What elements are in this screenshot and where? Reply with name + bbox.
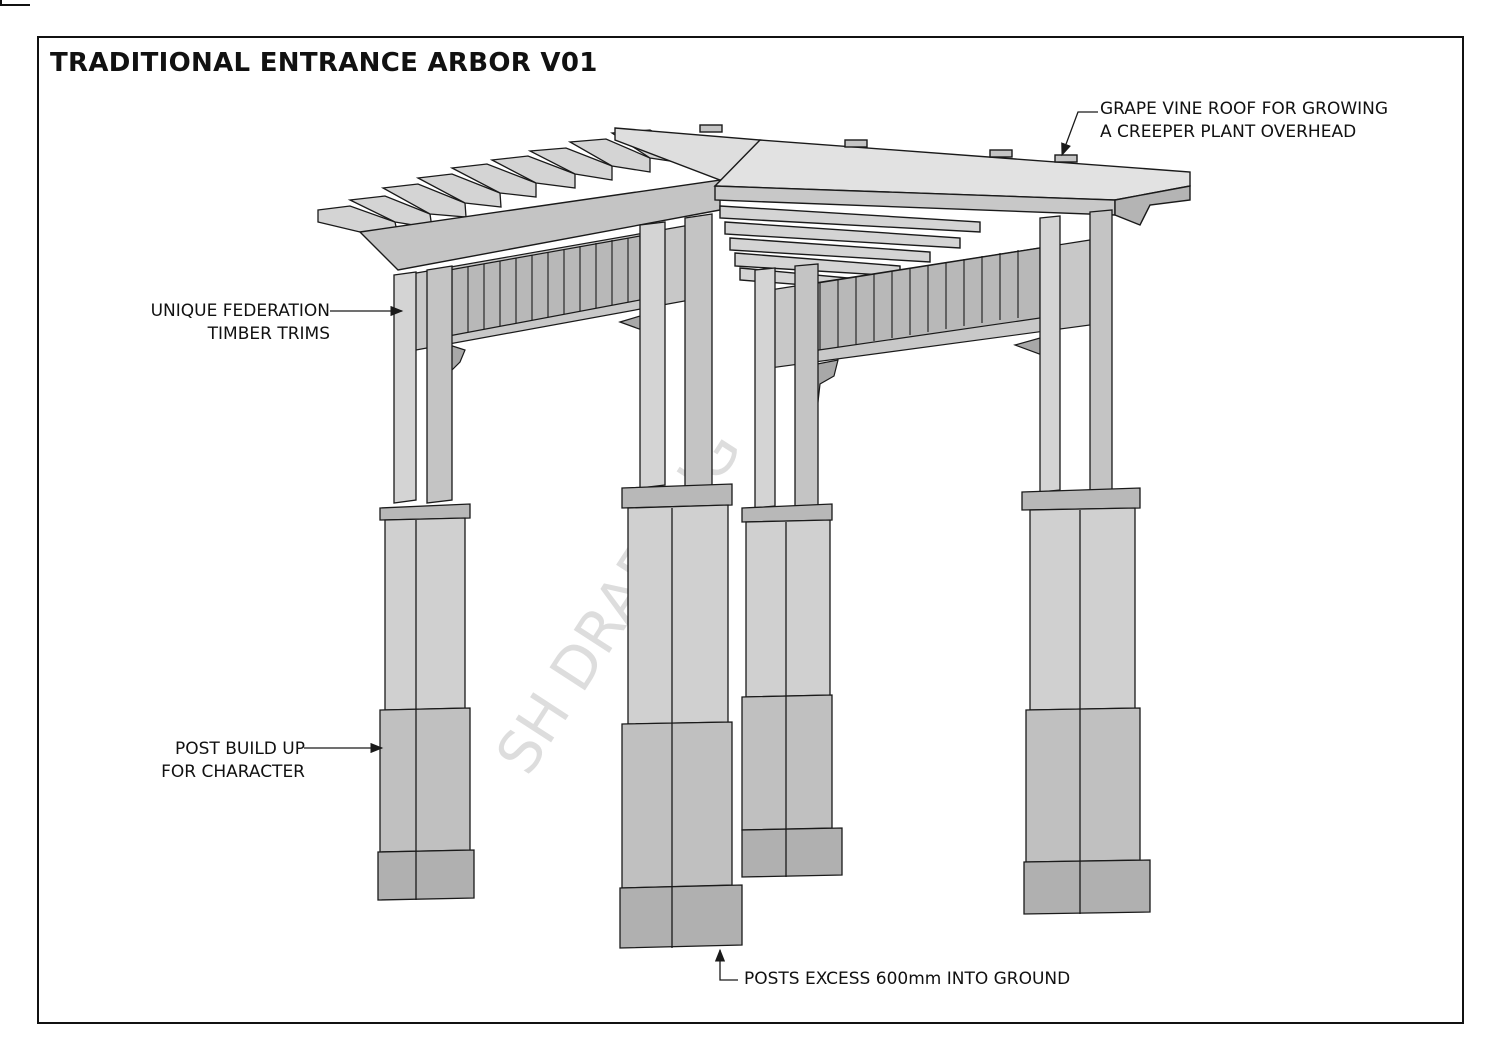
callout-trims-line1: UNIQUE FEDERATION xyxy=(150,301,330,321)
callout-posts-line1: POST BUILD UP xyxy=(175,739,305,759)
posts xyxy=(377,209,1151,949)
callout-posts-into-ground: POSTS EXCESS 600mm INTO GROUND xyxy=(744,968,1070,991)
callout-grape-vine-roof: GRAPE VINE ROOF FOR GROWING A CREEPER PL… xyxy=(1100,98,1388,144)
callout-roof-line1: GRAPE VINE ROOF FOR GROWING xyxy=(1100,99,1389,119)
drawing-border xyxy=(37,36,1464,1024)
leader-lines xyxy=(304,111,1098,981)
callout-ground-line1: POSTS EXCESS 600mm INTO GROUND xyxy=(744,969,1071,989)
left-main-beam xyxy=(358,127,761,271)
callout-federation-trims: UNIQUE FEDERATION TIMBER TRIMS xyxy=(120,300,330,346)
drawing-title: TRADITIONAL ENTRANCE ARBOR V01 xyxy=(50,48,598,78)
left-trim-panel xyxy=(404,224,691,411)
callout-posts-line2: FOR CHARACTER xyxy=(161,762,305,782)
callout-trims-line2: TIMBER TRIMS xyxy=(207,324,330,344)
callout-roof-line2: A CREEPER PLANT OVERHEAD xyxy=(1100,122,1357,142)
callout-post-build-up: POST BUILD UP FOR CHARACTER xyxy=(120,738,305,784)
sheet-corner-mark xyxy=(0,0,30,6)
